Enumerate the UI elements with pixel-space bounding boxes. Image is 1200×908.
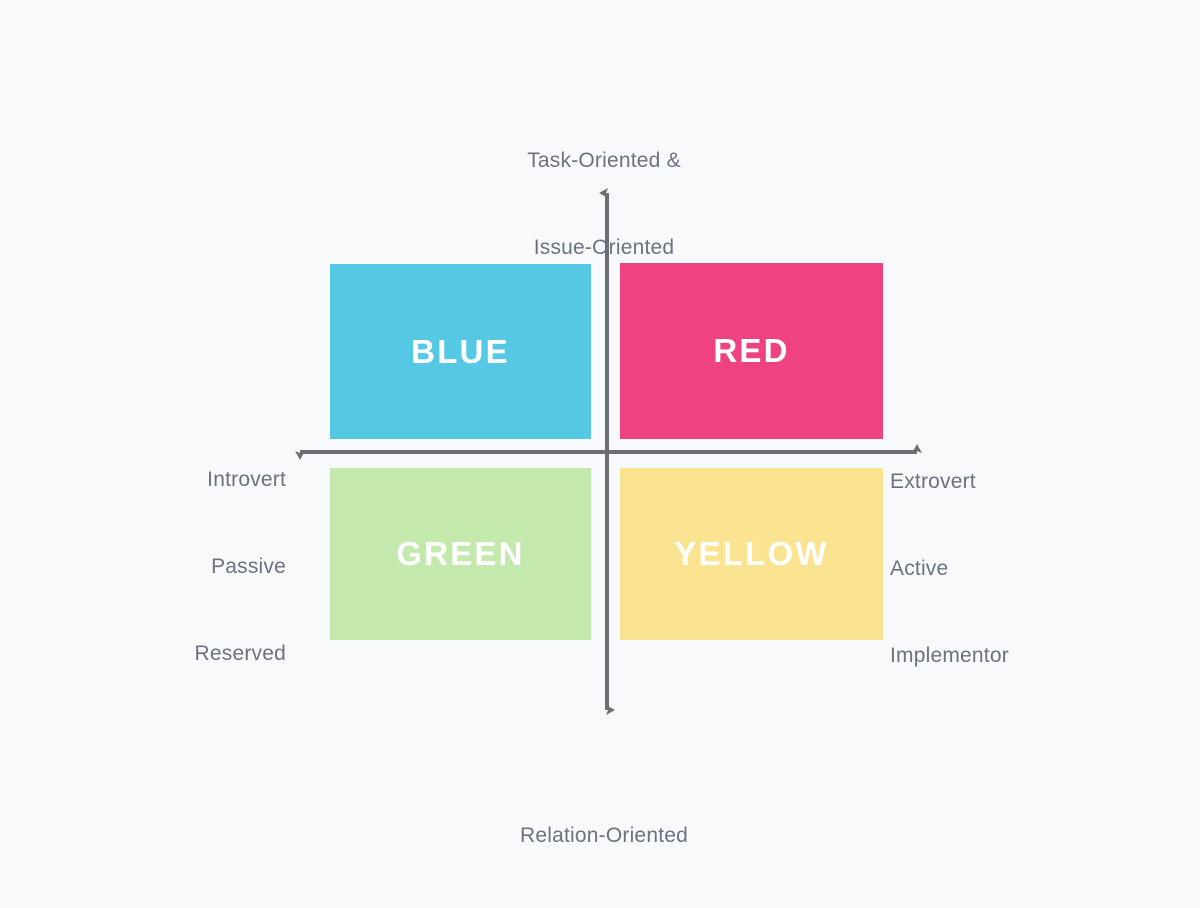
vertical-axis-bottom-label: Relation-Oriented (0, 763, 1200, 908)
quadrant-red[interactable]: RED (620, 263, 883, 439)
quadrant-green[interactable]: GREEN (330, 468, 591, 640)
left-label-line-1: Introvert (207, 468, 286, 491)
quadrant-blue-label: BLUE (411, 332, 510, 370)
horizontal-axis-right-label: Extrovert Active Implementor (890, 409, 1190, 728)
right-label-line-1: Extrovert (890, 470, 976, 493)
horizontal-axis-left-label: Introvert Passive Reserved (20, 407, 286, 726)
right-label-line-2: Active (890, 557, 949, 580)
left-label-line-2: Passive (211, 555, 286, 578)
top-label-line-2: Issue-Oriented (533, 236, 675, 259)
quadrant-yellow-label: YELLOW (674, 535, 829, 572)
quadrant-red-label: RED (713, 332, 790, 369)
quadrant-green-label: GREEN (396, 535, 525, 572)
vertical-axis-top-label: Task-Oriented & Issue-Oriented (0, 88, 1200, 320)
bottom-label-line-1: Relation-Oriented (520, 824, 688, 847)
top-label-line-1: Task-Oriented & (527, 149, 681, 172)
quadrant-yellow[interactable]: YELLOW (620, 468, 883, 640)
right-label-line-3: Implementor (890, 644, 1009, 667)
left-label-line-3: Reserved (194, 642, 286, 665)
quadrant-blue[interactable]: BLUE (330, 264, 591, 439)
